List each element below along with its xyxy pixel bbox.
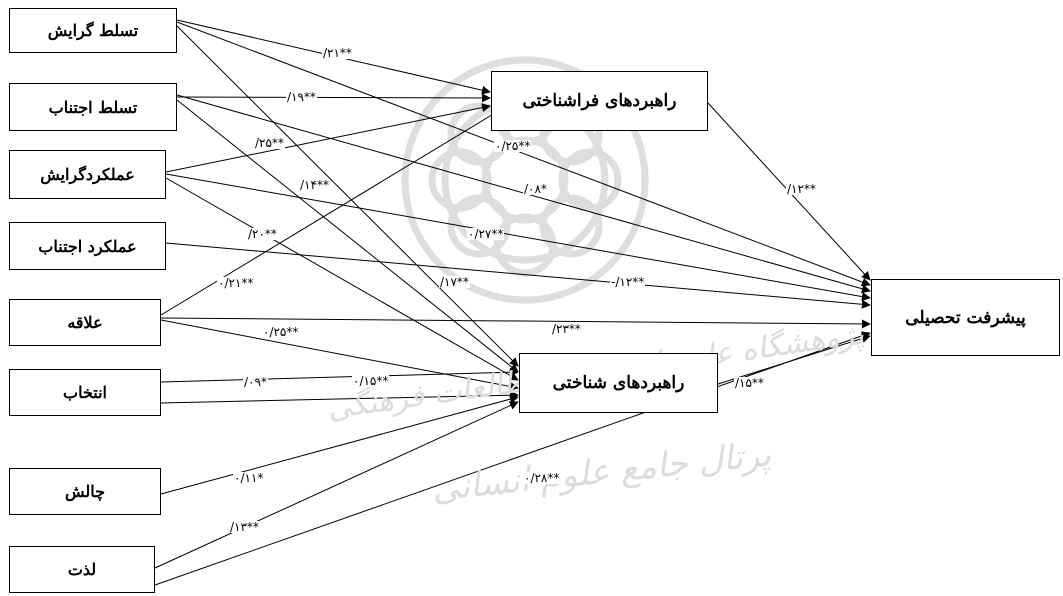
arrow-te-shen: [176, 99, 519, 373]
arrow-ae-pish: [165, 242, 871, 309]
arrow-shen-pish: [717, 334, 871, 385]
coef-10: ۰/۲۱**: [217, 276, 255, 290]
coef-16: ۰/۱۵**: [352, 374, 390, 388]
coef-18: ۰/۱۱*: [233, 471, 265, 485]
box-shenakhti: راهبردهای شناختی: [519, 353, 718, 413]
arrow-le-shen: [154, 401, 519, 569]
box-entekhab: انتخاب: [9, 369, 161, 416]
label-farashenakhti: راهبردهای فراشناختی: [522, 91, 677, 111]
arrow-tg-shen: [176, 25, 519, 367]
coef-14: /۲۳**: [551, 322, 582, 336]
coef-5: /۱۴**: [299, 178, 330, 192]
box-amalkard-gerayesh: عملکردگرایش: [9, 150, 166, 199]
arrow-ag-shen: [165, 177, 519, 381]
coef-7: /۱۲**: [786, 182, 817, 196]
box-farashenakhti: راهبردهای فراشناختی: [491, 71, 708, 131]
coef-4: ۰/۲۵**: [494, 139, 532, 153]
box-pishraft: پیشرفت تحصیلی: [871, 279, 1060, 356]
coef-1: /۲۱**: [322, 46, 353, 60]
coef-17: /۱۵**: [734, 376, 765, 390]
arrow-en-shen2: [160, 390, 519, 404]
coef-12: -/۱۲**: [610, 275, 646, 289]
box-lezzat: لذت: [9, 546, 155, 593]
coef-8: /۲۰**: [247, 227, 278, 241]
label-lezzat: لذت: [67, 560, 97, 579]
arrow-ag-fara: [165, 103, 491, 173]
coef-9: ۰/۲۷**: [467, 227, 505, 241]
arrow-tg-pish: [176, 21, 871, 287]
box-tasallot-gerayesh: تسلط گرایش: [9, 8, 177, 53]
arrow-ch-shen: [160, 394, 519, 495]
box-tasallot-ejtenab: تسلط اجتناب: [9, 83, 177, 131]
arrow-al-shen: [160, 319, 519, 391]
coef-20: /۱۳**: [229, 520, 260, 534]
label-tasallot-ejtenab: تسلط اجتناب: [48, 97, 138, 117]
label-pishraft: پیشرفت تحصیلی: [905, 307, 1026, 328]
label-tasallot-gerayesh: تسلط گرایش: [47, 21, 139, 40]
label-amalkard-gerayesh: عملکردگرایش: [40, 165, 135, 184]
box-chalesh: چالش: [9, 468, 161, 515]
coef-19: ۰/۲۸**: [523, 471, 561, 485]
arrow-en-shen1: [160, 367, 519, 383]
label-chalesh: چالش: [64, 482, 106, 501]
coef-13: ۰/۲۵**: [262, 325, 300, 339]
box-alaghe: علاقه: [9, 299, 161, 346]
coef-11: /۱۷**: [439, 275, 470, 289]
coef-15: /۰۹*: [243, 375, 268, 389]
label-amalkard-ejtenab: عملکرد اجتناب: [38, 236, 137, 256]
label-alaghe: علاقه: [67, 313, 103, 332]
arrow-le-pish: [154, 331, 871, 586]
coef-6: /۰۸*: [523, 182, 548, 196]
label-shenakhti: راهبردهای شناختی: [552, 373, 685, 393]
arrow-te-fara: [176, 93, 491, 103]
arrow-al-pish: [160, 317, 871, 329]
label-entekhab: انتخاب: [63, 383, 107, 402]
box-amalkard-ejtenab: عملکرد اجتناب: [9, 222, 166, 270]
coef-3: /۲۵**: [254, 136, 285, 150]
coef-2: /۱۹**: [286, 90, 317, 104]
arrow-ag-pish: [165, 173, 871, 302]
